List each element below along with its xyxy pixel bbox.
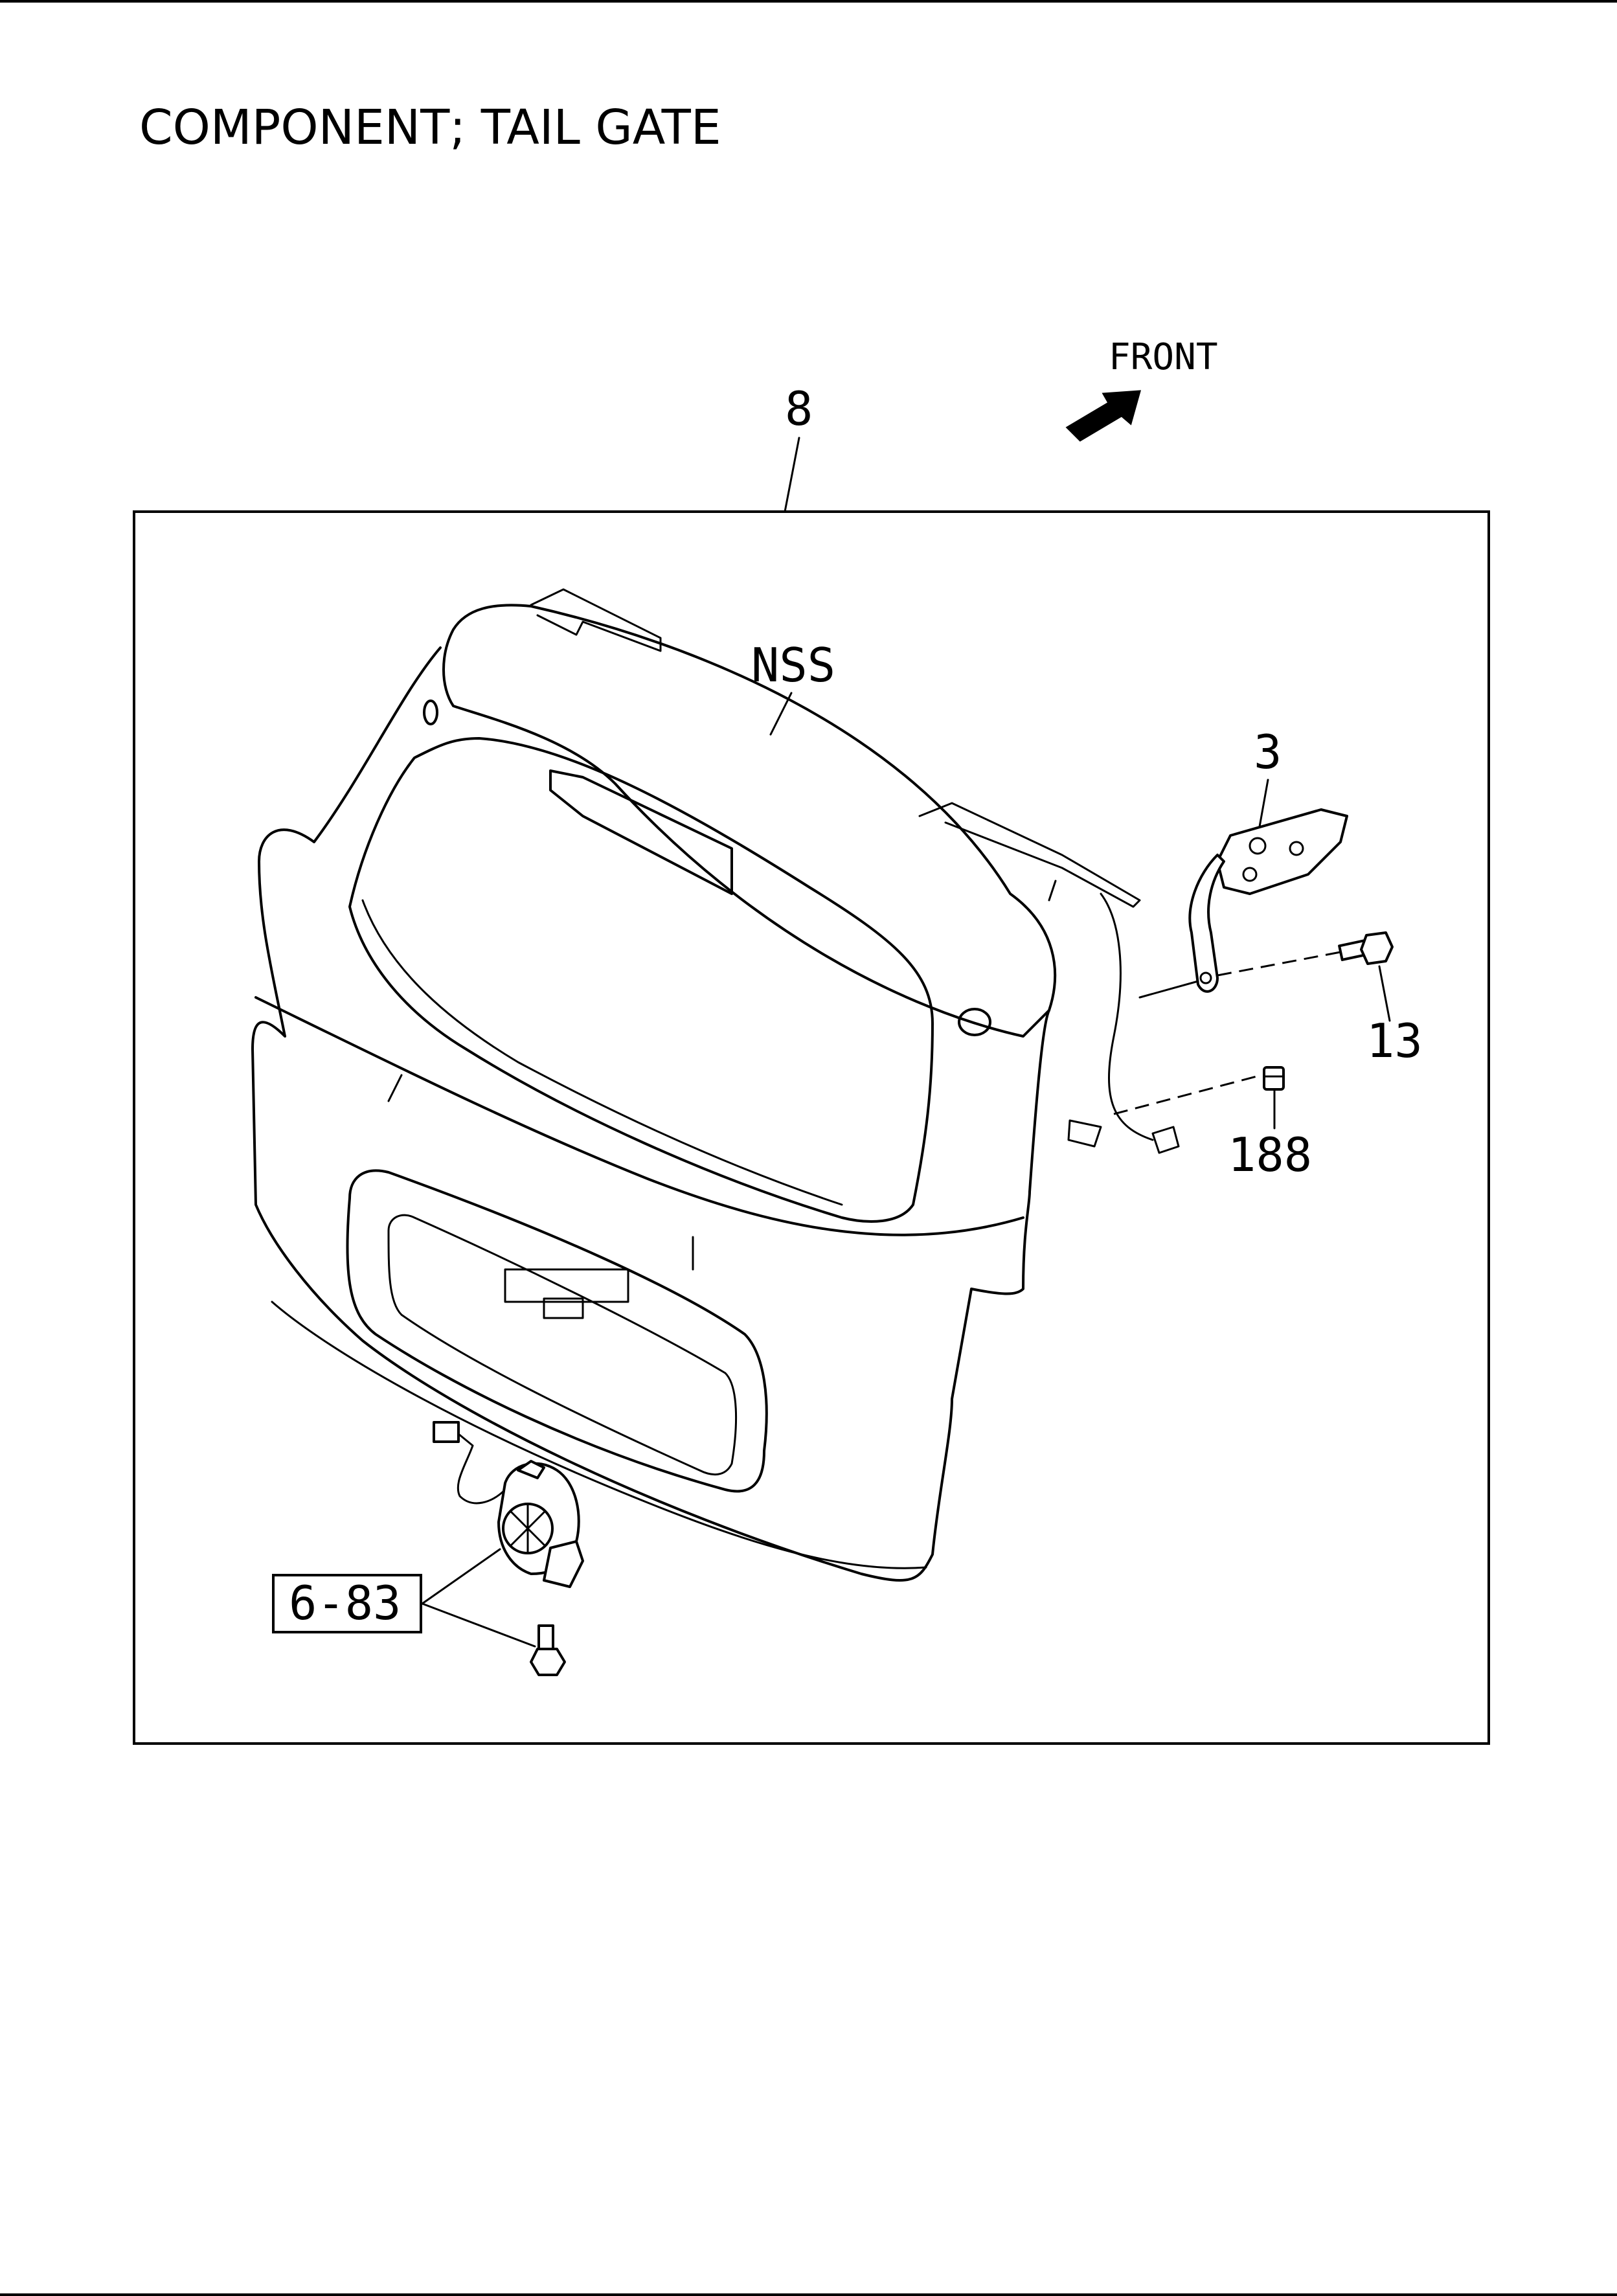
page-title: COMPONENT; TAIL GATE — [139, 100, 721, 155]
nut-icon — [1263, 1066, 1285, 1091]
assembly-frame — [133, 510, 1490, 1745]
callout-13-leader — [1378, 965, 1391, 1022]
latch-motor-icon — [433, 1421, 584, 1676]
hinge-bracket-icon — [1188, 808, 1348, 993]
callout-3-leader — [1258, 779, 1269, 832]
front-label: FRONT — [1109, 336, 1218, 378]
callout-nss: NSS — [751, 638, 835, 692]
ref-leader-screw — [421, 1602, 536, 1648]
top-rule — [0, 0, 1617, 3]
callout-3: 3 — [1254, 725, 1282, 779]
tail-gate-panel-icon — [251, 588, 1154, 1582]
callout-13: 13 — [1366, 1014, 1423, 1068]
front-arrow-icon — [1065, 390, 1142, 442]
hinge-leader-a — [1138, 980, 1199, 999]
callout-188: 188 — [1228, 1128, 1312, 1182]
callout-6-83: 6-83 — [289, 1576, 401, 1630]
ref-box — [272, 1574, 422, 1633]
ref-leader-motor — [421, 1548, 501, 1605]
hinge-bolt-dashline — [1217, 951, 1341, 977]
callout-nss-leader — [769, 692, 793, 736]
bottom-rule — [0, 2293, 1617, 2296]
nut-dashline — [1113, 1074, 1262, 1115]
callout-8: 8 — [785, 381, 813, 436]
callout-8-leader — [784, 437, 800, 513]
bolt-icon — [1338, 931, 1394, 965]
